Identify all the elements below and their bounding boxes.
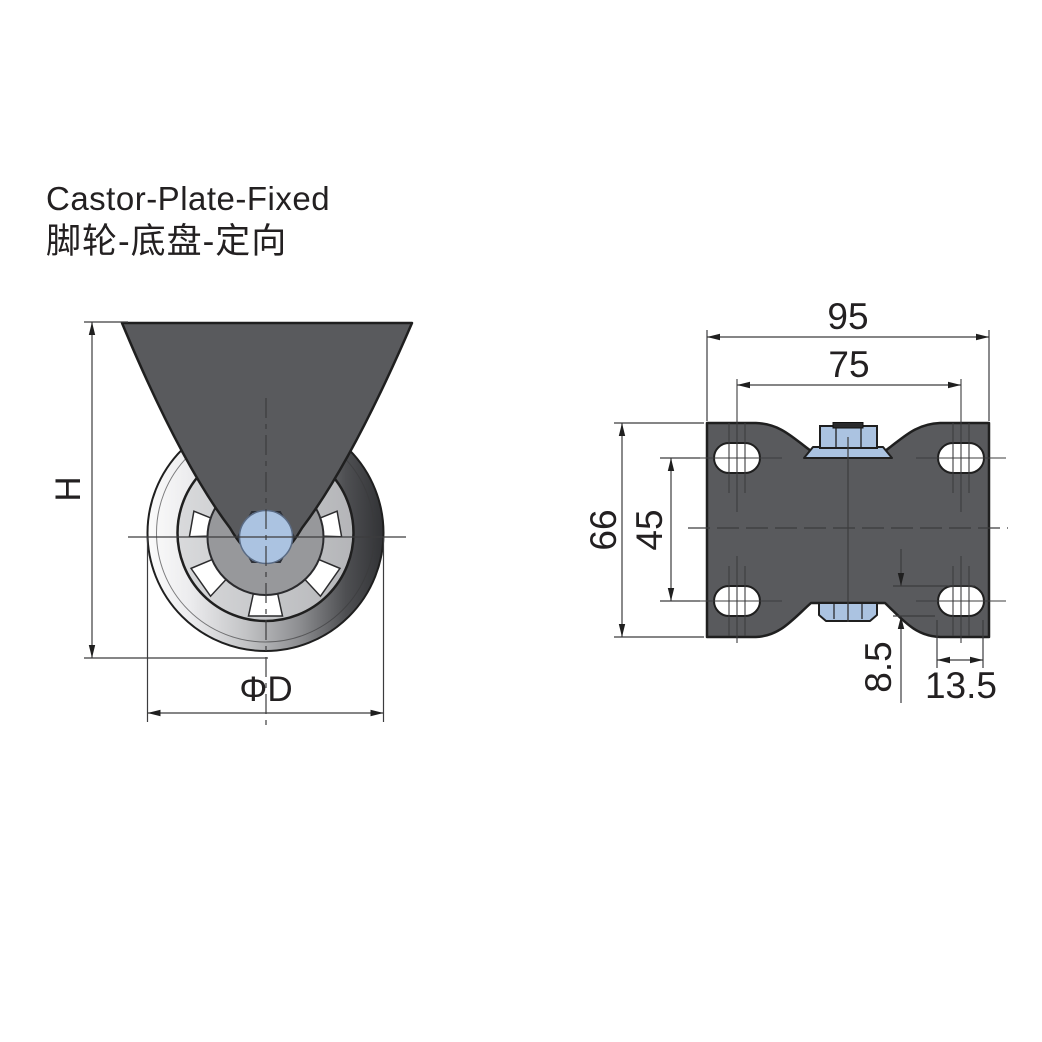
dimension-wheel-diameter <box>146 537 385 722</box>
front-view-drawing: H ΦD <box>49 321 414 726</box>
title-english: Castor-Plate-Fixed <box>46 180 331 217</box>
front-centerlines <box>128 398 406 726</box>
hole-crosshairs <box>692 379 1006 643</box>
dimension-8-5 <box>893 549 975 703</box>
dimension-95 <box>706 330 990 421</box>
dim-label-95: 95 <box>827 296 868 337</box>
plate-centerlines <box>688 437 1008 622</box>
dim-label-wheel-diameter: ΦD <box>239 670 292 709</box>
top-view-drawing: 95 75 66 45 8.5 <box>583 296 1008 706</box>
title-chinese: 脚轮-底盘-定向 <box>46 222 288 261</box>
bolt-cap-top <box>832 422 864 429</box>
dim-label-H: H <box>49 476 88 501</box>
dim-label-13-5: 13.5 <box>925 665 997 706</box>
drawing-title: Castor-Plate-Fixed 脚轮-底盘-定向 <box>46 178 330 264</box>
dim-label-66: 66 <box>583 509 624 550</box>
dim-label-75: 75 <box>828 344 869 385</box>
dimension-45 <box>660 457 700 602</box>
dim-label-45: 45 <box>629 509 670 550</box>
dimension-H <box>84 321 268 659</box>
dimension-13-5 <box>936 620 984 668</box>
dim-label-8-5: 8.5 <box>858 641 899 692</box>
dimension-66 <box>614 422 704 638</box>
